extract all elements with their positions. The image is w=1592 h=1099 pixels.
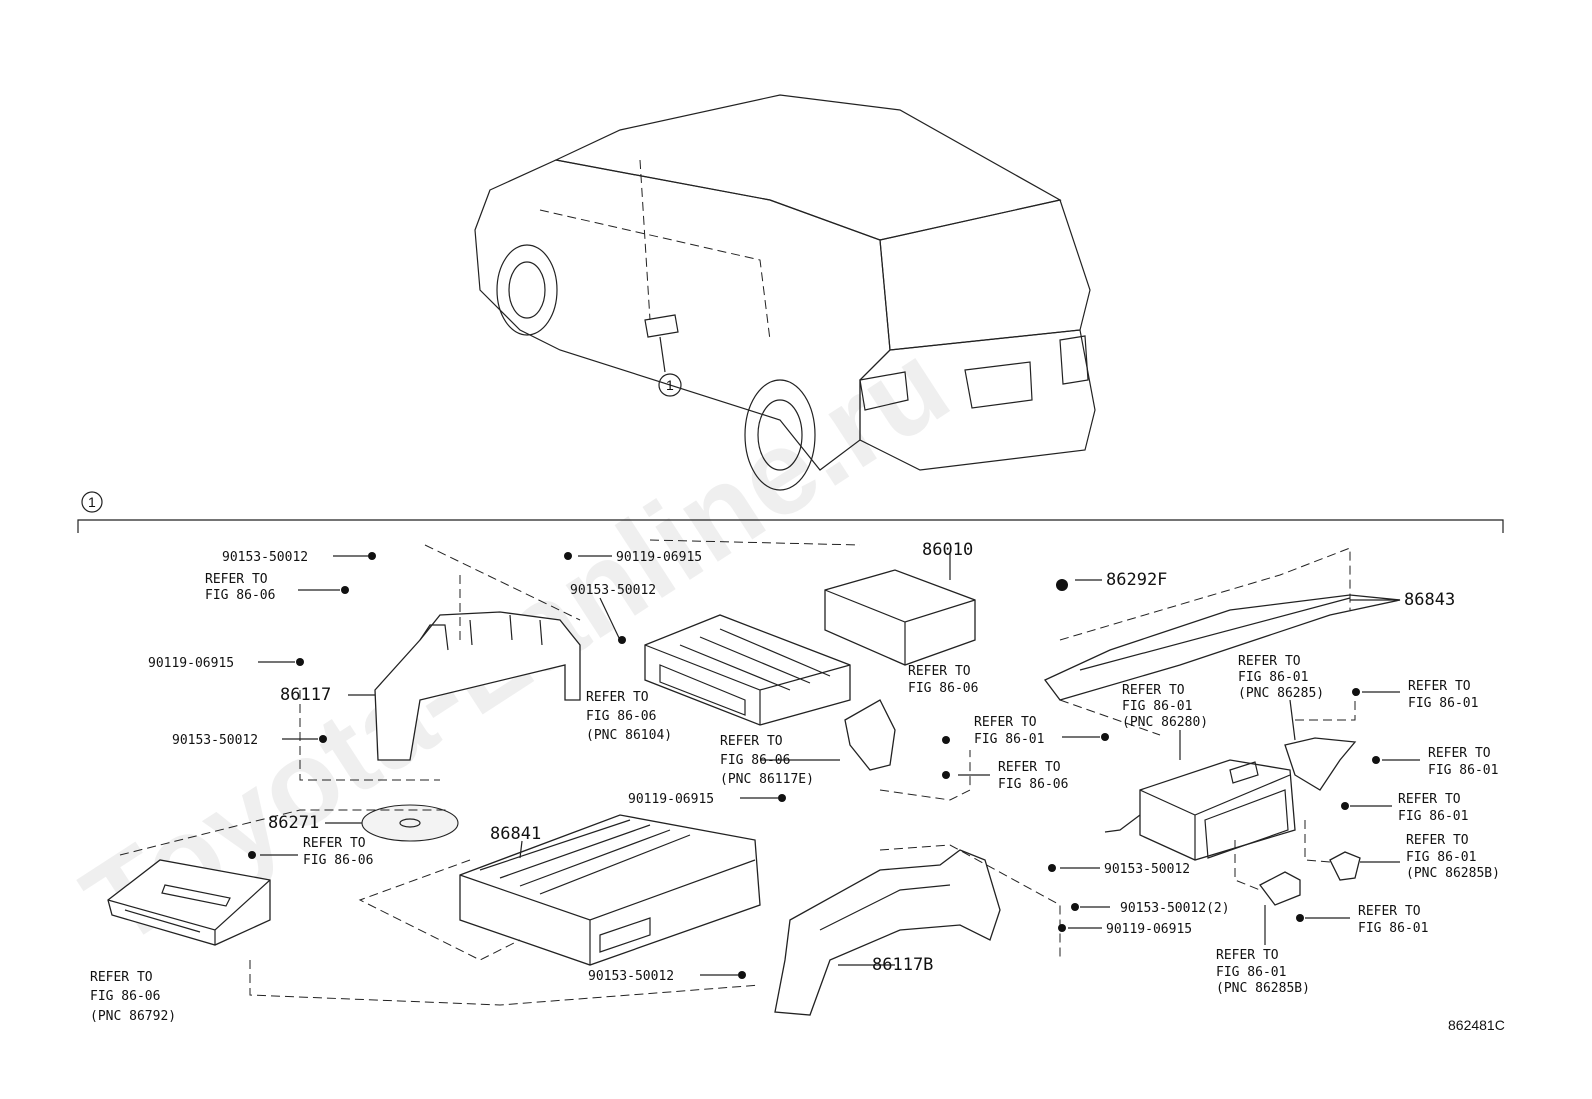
bolt-icon xyxy=(942,736,950,744)
label-refer-86285-a: REFER TO xyxy=(1238,654,1301,669)
label-refer-cnt-a: REFER TO xyxy=(974,715,1037,730)
label-90119-left: 90119-06915 xyxy=(148,656,234,671)
label-refer-86117e-b: FIG 86-06 xyxy=(720,753,790,768)
part-86271-disc xyxy=(361,804,459,842)
label-refer-86285b2-c: (PNC 86285B) xyxy=(1216,981,1310,996)
bolt-icon xyxy=(738,971,746,979)
section-callout-number: 1 xyxy=(88,494,96,510)
part-86792-ecu xyxy=(107,809,450,946)
label-refer-86285b2-a: REFER TO xyxy=(1216,948,1279,963)
part-labels: 90153-50012 REFER TO FIG 86-06 90119-069… xyxy=(90,540,1505,1033)
label-86843: 86843 xyxy=(1404,590,1455,610)
part-86117b-bracket xyxy=(774,844,1061,1016)
label-refer-disc-b: FIG 86-06 xyxy=(303,853,373,868)
label-90153-r2: 90153-50012(2) xyxy=(1120,901,1230,916)
label-86010: 86010 xyxy=(922,540,973,560)
bolt-icon xyxy=(368,552,376,560)
label-refer-cnt2-a: REFER TO xyxy=(998,760,1061,775)
label-refer-top-b: FIG 86-06 xyxy=(205,588,275,603)
label-86271: 86271 xyxy=(268,813,319,833)
label-refer-86792-b: FIG 86-06 xyxy=(90,989,160,1004)
label-90119-r: 90119-06915 xyxy=(1106,922,1192,937)
part-86843-rail xyxy=(1043,547,1401,736)
label-refer-86104-a: REFER TO xyxy=(586,690,649,705)
bolt-icon xyxy=(1048,864,1056,872)
bolt-icon xyxy=(1056,579,1068,591)
label-refer-r1-b: FIG 86-01 xyxy=(1408,696,1478,711)
bolt-icon xyxy=(1352,688,1360,696)
part-86117e-bracket xyxy=(844,699,971,801)
label-90119-center: 90119-06915 xyxy=(628,792,714,807)
label-refer-r3-b: FIG 86-01 xyxy=(1398,809,1468,824)
vehicle-illustration: 1 xyxy=(474,94,1096,491)
bolt-icon xyxy=(1372,756,1380,764)
label-86117b: 86117B xyxy=(872,955,933,975)
fasteners xyxy=(248,552,1380,979)
label-90153-mid: 90153-50012 xyxy=(570,583,656,598)
part-86010-unit xyxy=(649,539,976,666)
label-refer-86285-b: FIG 86-01 xyxy=(1238,670,1308,685)
bolt-icon xyxy=(942,771,950,779)
label-refer-r4-a: REFER TO xyxy=(1358,904,1421,919)
bolt-icon xyxy=(1101,733,1109,741)
bolt-icon xyxy=(1058,924,1066,932)
bolt-icon xyxy=(319,735,327,743)
part-86841-unit xyxy=(249,814,761,1006)
label-refer-86792-c: (PNC 86792) xyxy=(90,1009,176,1024)
label-refer-86285b-a: REFER TO xyxy=(1406,833,1469,848)
bolt-icon xyxy=(564,552,572,560)
label-refer-r4-b: FIG 86-01 xyxy=(1358,921,1428,936)
bolt-icon xyxy=(1071,903,1079,911)
bolt-icon xyxy=(778,794,786,802)
part-86104-unit xyxy=(644,614,851,726)
vehicle-callout-number: 1 xyxy=(666,377,674,393)
label-refer-86285b-c: (PNC 86285B) xyxy=(1406,866,1500,881)
label-refer-disc-a: REFER TO xyxy=(303,836,366,851)
label-refer-86280-b: FIG 86-01 xyxy=(1122,699,1192,714)
label-refer-r3-a: REFER TO xyxy=(1398,792,1461,807)
leader-lines xyxy=(258,552,1420,976)
bolt-icon xyxy=(1296,914,1304,922)
label-86292f: 86292F xyxy=(1106,570,1167,590)
bolt-icon xyxy=(618,636,626,644)
bolt-icon xyxy=(341,586,349,594)
part-86280-amplifier xyxy=(1104,759,1296,861)
label-90153-r1: 90153-50012 xyxy=(1104,862,1190,877)
bolt-icon xyxy=(248,851,256,859)
label-refer-top-a: REFER TO xyxy=(205,572,268,587)
label-refer-86285-c: (PNC 86285) xyxy=(1238,686,1324,701)
label-refer-86792-a: REFER TO xyxy=(90,970,153,985)
label-90153-bottom: 90153-50012 xyxy=(588,969,674,984)
section-header: 1 xyxy=(77,491,1504,533)
label-refer-r2-a: REFER TO xyxy=(1428,746,1491,761)
label-refer-r2-b: FIG 86-01 xyxy=(1428,763,1498,778)
label-refer-86104-b: FIG 86-06 xyxy=(586,709,656,724)
label-86117: 86117 xyxy=(280,685,331,705)
label-refer-86285b2-b: FIG 86-01 xyxy=(1216,965,1286,980)
label-90153-left: 90153-50012 xyxy=(172,733,258,748)
diagram-code: 862481C xyxy=(1448,1017,1505,1033)
label-refer-r1-a: REFER TO xyxy=(1408,679,1471,694)
label-90153-top: 90153-50012 xyxy=(222,550,308,565)
label-refer-86280-a: REFER TO xyxy=(1122,683,1185,698)
part-86285b-bracket xyxy=(1234,820,1361,906)
label-refer-86117e-a: REFER TO xyxy=(720,734,783,749)
label-refer-86104-c: (PNC 86104) xyxy=(586,728,672,743)
label-refer-cnt-b: FIG 86-01 xyxy=(974,732,1044,747)
label-86841: 86841 xyxy=(490,824,541,844)
label-refer-86285b-b: FIG 86-01 xyxy=(1406,850,1476,865)
label-refer-86117e-c: (PNC 86117E) xyxy=(720,772,814,787)
part-86285-bracket xyxy=(1284,695,1357,791)
label-refer-mid-a: REFER TO xyxy=(908,664,971,679)
bolt-icon xyxy=(296,658,304,666)
bolt-icon xyxy=(1341,802,1349,810)
label-refer-cnt2-b: FIG 86-06 xyxy=(998,777,1068,792)
label-refer-mid-b: FIG 86-06 xyxy=(908,681,978,696)
label-90119-topmid: 90119-06915 xyxy=(616,550,702,565)
label-refer-86280-c: (PNC 86280) xyxy=(1122,715,1208,730)
part-86117-bracket xyxy=(299,544,581,781)
